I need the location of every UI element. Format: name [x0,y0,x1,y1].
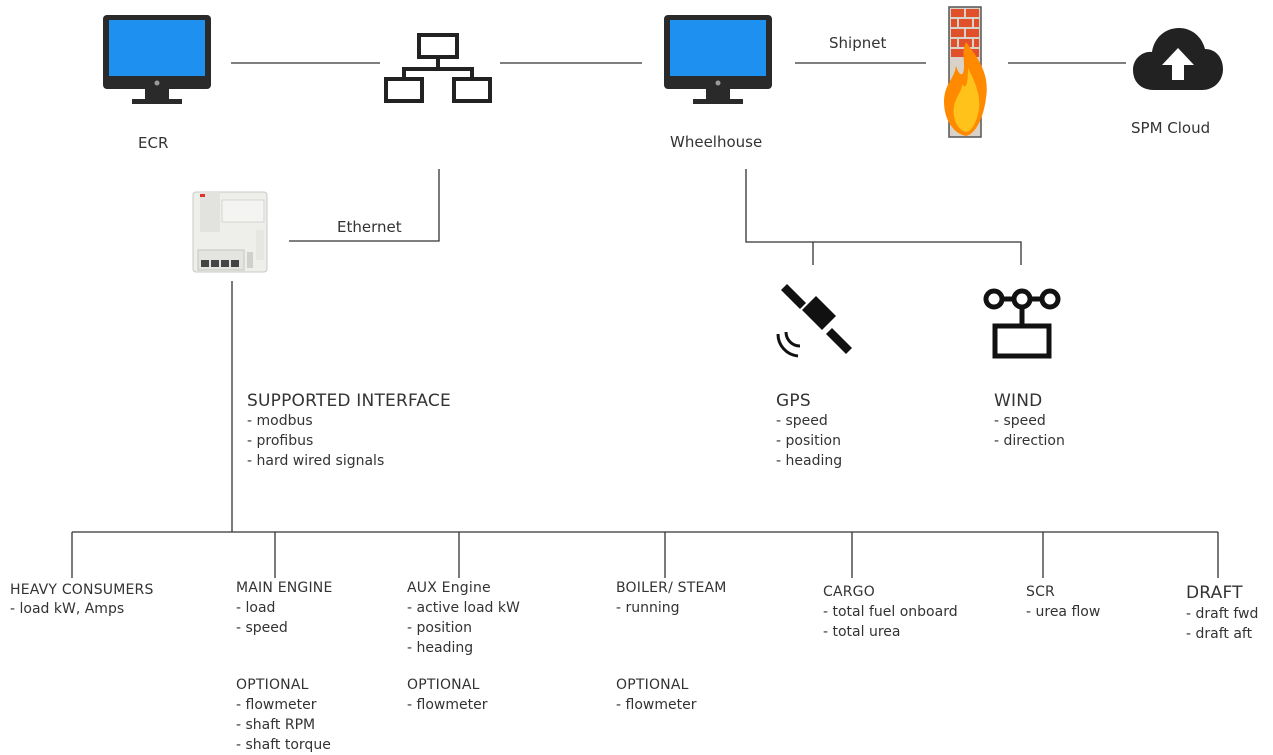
cargo-list: - total fuel onboard - total urea [823,602,958,642]
wind-list: - speed - direction [994,411,1065,451]
wind-title: WIND [994,391,1043,411]
list-item: - flowmeter [616,697,697,713]
gps-title: GPS [776,391,811,411]
list-item: - position [407,620,472,636]
list-item: - flowmeter [236,697,317,713]
controller-device-icon [192,191,268,273]
boiler-list: - running [616,598,680,618]
scr-title: SCR [1026,584,1055,600]
interface-list: - modbus - profibus - hard wired signals [247,411,384,471]
list-item: - flowmeter [407,697,488,713]
list-item: - shaft RPM [236,717,316,733]
link-ethernet [289,169,440,242]
list-item: - shaft torque [236,737,331,753]
list-item: - position [776,433,841,449]
list-item: - heading [776,453,843,469]
list-item: - speed [994,413,1046,429]
boiler-optional-title: OPTIONAL [616,677,689,693]
scr-list: - urea flow [1026,602,1100,622]
aux-engine-title: AUX Engine [407,580,491,596]
network-switch-icon [384,33,492,103]
draft-list: - draft fwd - draft aft [1186,604,1258,644]
list-item: - direction [994,433,1065,449]
aux-engine-list: - active load kW - position - heading [407,598,520,658]
aux-engine-optional-title: OPTIONAL [407,677,480,693]
anemometer-icon [983,288,1061,359]
list-item: - heading [407,640,474,656]
list-item: - total fuel onboard [823,604,958,620]
wheelhouse-label: Wheelhouse [670,133,763,151]
list-item: - modbus [247,413,313,429]
heavy-consumers-title: HEAVY CONSUMERS [10,582,154,598]
satellite-icon [776,284,852,358]
list-item: - speed [776,413,828,429]
list-item: - hard wired signals [247,453,385,469]
list-item: - speed [236,620,288,636]
cloud-upload-icon [1133,28,1223,90]
ethernet-label: Ethernet [337,218,402,236]
draft-title: DRAFT [1186,583,1243,603]
main-engine-title: MAIN ENGINE [236,580,333,596]
gps-list: - speed - position - heading [776,411,842,471]
main-engine-optional-title: OPTIONAL [236,677,309,693]
list-item: - active load kW [407,600,520,616]
cargo-title: CARGO [823,584,875,600]
list-item: - profibus [247,433,314,449]
interface-title: SUPPORTED INTERFACE [247,391,451,411]
firewall-icon [944,6,987,138]
main-engine-optional-list: - flowmeter - shaft RPM - shaft torque [236,695,331,755]
list-item: - load [236,600,276,616]
list-item: - draft aft [1186,626,1253,642]
list-item: - running [616,600,680,616]
boiler-optional-list: - flowmeter [616,695,696,715]
link-wheelhouse-sensors [745,169,1022,265]
monitor-icon [664,15,772,104]
heavy-consumers-list: - load kW, Amps [10,599,124,619]
list-item: - load kW, Amps [10,601,125,617]
boiler-title: BOILER/ STEAM [616,580,727,596]
main-engine-list: - load - speed [236,598,288,638]
monitor-icon [103,15,211,104]
list-item: - urea flow [1026,604,1101,620]
shipnet-label: Shipnet [829,34,887,52]
list-item: - total urea [823,624,901,640]
list-item: - draft fwd [1186,606,1259,622]
aux-engine-optional-list: - flowmeter [407,695,487,715]
spm-cloud-label: SPM Cloud [1131,119,1211,137]
ecr-label: ECR [138,134,169,152]
